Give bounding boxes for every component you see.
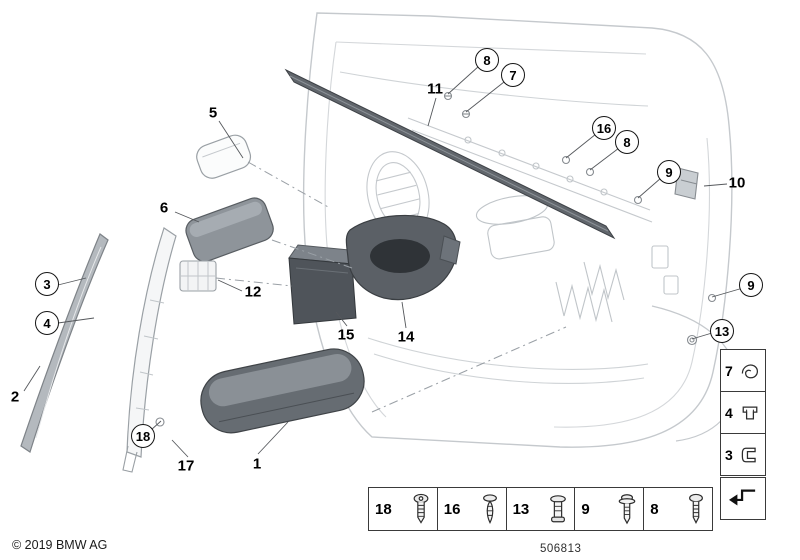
legend-box-4[interactable]: 4: [720, 391, 766, 434]
legend-cell-13[interactable]: 13: [505, 488, 575, 530]
legend-cell-18-label: 18: [375, 500, 392, 518]
part-1-armrest: [200, 348, 365, 434]
torx-screw-icon: [413, 493, 429, 524]
assembly-axes: [215, 161, 567, 413]
legend-cell-18[interactable]: 18: [369, 488, 437, 530]
legend-box-3[interactable]: 3: [720, 433, 766, 476]
leader-lines: [23, 65, 744, 458]
callout-2[interactable]: 2: [10, 388, 20, 406]
callout-14[interactable]: 14: [397, 328, 415, 346]
legend-cell-13-label: 13: [512, 500, 530, 518]
part-11-decor-strip: [284, 68, 616, 240]
callout-12[interactable]: 12: [244, 283, 262, 301]
legend-cell-9-label: 9: [581, 500, 590, 518]
callout-13[interactable]: 13: [710, 319, 734, 343]
mounting-clip-icon: [741, 447, 756, 462]
tapping-screw-icon: [618, 494, 636, 525]
callout-3[interactable]: 3: [35, 272, 59, 296]
pan-head-screw-icon: [689, 493, 703, 524]
callout-8-a[interactable]: 8: [475, 48, 499, 72]
legend-box-7[interactable]: 7: [720, 349, 766, 392]
part-10-bracket: [674, 167, 699, 200]
fastener-legend: 18 16 13: [368, 487, 713, 531]
callout-9-a[interactable]: 9: [657, 160, 681, 184]
expanding-rivet-icon: [482, 494, 497, 524]
part-12-bracket: [179, 260, 217, 292]
callout-10[interactable]: 10: [728, 174, 746, 192]
legend-box-4-label: 4: [725, 404, 733, 421]
diagram-number: 506813: [540, 543, 582, 555]
callout-6[interactable]: 6: [159, 199, 169, 217]
callout-11[interactable]: 11: [427, 80, 443, 98]
copyright-notice: © 2019 BMW AG: [12, 538, 108, 552]
legend-cell-16[interactable]: 16: [436, 488, 506, 530]
direction-arrow-box: [720, 477, 766, 520]
legend-cell-16-label: 16: [443, 500, 461, 518]
retaining-clip-icon: [742, 405, 758, 420]
callout-17[interactable]: 17: [177, 457, 195, 475]
legend-box-3-label: 3: [725, 446, 733, 463]
part-15-storage-tray: [288, 244, 361, 325]
callout-4[interactable]: 4: [35, 311, 59, 335]
legend-cell-8-label: 8: [650, 500, 659, 518]
part-2-trim-strip: [20, 233, 109, 453]
legend-cell-8[interactable]: 8: [643, 488, 712, 530]
direction-arrow-icon: [729, 488, 756, 506]
part-14-door-grip: [345, 214, 461, 301]
grommet-nut-icon: [550, 495, 567, 523]
callout-1[interactable]: 1: [252, 455, 262, 473]
part-17-carrier-strip: [122, 227, 177, 473]
callout-18[interactable]: 18: [131, 424, 155, 448]
callout-7[interactable]: 7: [501, 63, 525, 87]
spring-clip-icon: [741, 363, 759, 378]
legend-box-7-label: 7: [725, 362, 733, 379]
small-fasteners: [443, 91, 717, 346]
callout-9-b[interactable]: 9: [739, 273, 763, 297]
callout-8-b[interactable]: 8: [615, 130, 639, 154]
legend-cell-9[interactable]: 9: [574, 488, 643, 530]
part-5-cover: [196, 134, 252, 179]
callout-5[interactable]: 5: [208, 104, 218, 122]
part-6-cover: [185, 197, 274, 262]
callout-15[interactable]: 15: [337, 326, 355, 344]
callout-16[interactable]: 16: [592, 116, 616, 140]
